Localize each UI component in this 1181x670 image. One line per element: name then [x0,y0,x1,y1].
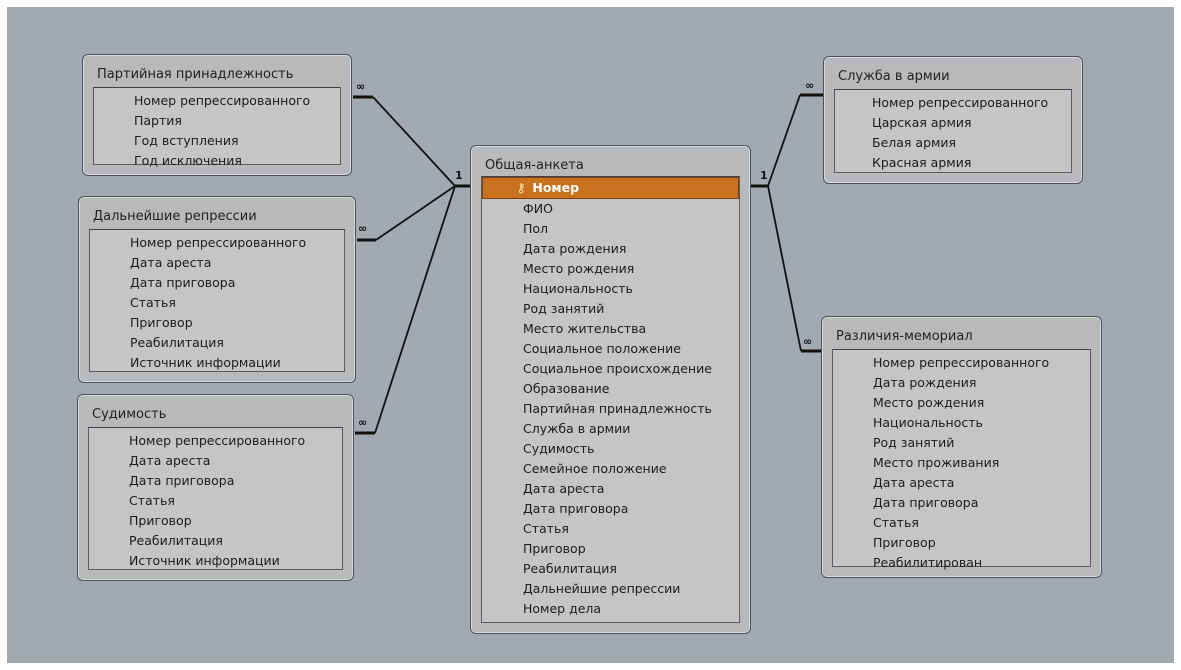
field-list[interactable]: Номер репрессированного Дата ареста Дата… [89,229,345,372]
field[interactable]: Партия [134,113,182,128]
field[interactable]: Источник информации [130,355,281,370]
field[interactable]: Пол [523,221,549,236]
field[interactable]: Социальное положение [523,341,681,356]
field[interactable]: Служба в армии [523,421,631,436]
field[interactable]: Партийная принадлежность [523,401,712,416]
field[interactable]: Реабилитация [129,533,223,548]
many-label-army: ∞ [805,79,815,92]
table-title[interactable]: Служба в армии [838,69,950,84]
table-army-service[interactable]: Служба в армии Номер репрессированного Ц… [823,56,1083,184]
table-memorial-differences[interactable]: Различия-мемориал Номер репрессированног… [821,316,1102,578]
field-list[interactable]: Номер репрессированного Дата рождения Ме… [832,349,1091,570]
many-label-further: ∞ [358,222,368,235]
field[interactable]: Дата приговора [130,275,236,290]
field[interactable]: Дата приговора [873,495,979,510]
field-list[interactable]: ⚷ Номер ФИО Пол Дата рождения Место рожд… [481,176,740,623]
table-main-questionnaire[interactable]: Общая-анкета ⚷ Номер ФИО Пол Дата рожден… [470,145,751,634]
field[interactable]: Дата приговора [523,501,629,516]
field[interactable]: Национальность [873,415,983,430]
field[interactable]: Дата рождения [523,241,627,256]
field[interactable]: Номер репрессированного [129,433,306,448]
field[interactable]: Дата ареста [873,475,955,490]
field[interactable]: Место жительства [523,321,647,336]
field[interactable]: Царская армия [872,115,972,130]
field[interactable]: Образование [523,381,610,396]
field[interactable]: Дата рождения [873,375,977,390]
one-label-left: 1 [455,169,463,182]
field[interactable]: Белая армия [872,135,957,150]
table-title[interactable]: Различия-мемориал [836,329,973,344]
field[interactable]: Год вступления [134,133,239,148]
field[interactable]: Номер репрессированного [134,93,311,108]
primary-key-field[interactable]: ⚷ Номер [482,177,739,199]
field-list[interactable]: Номер репрессированного Партия Год вступ… [93,87,341,168]
field[interactable]: Социальное происхождение [523,361,712,376]
field[interactable]: Дата ареста [523,481,605,496]
table-party[interactable]: Партийная принадлежность Номер репрессир… [82,54,352,176]
field[interactable]: Семейное положение [523,461,667,476]
field[interactable]: Дальнейшие репрессии [523,581,681,596]
field[interactable]: Статья [129,493,175,508]
field[interactable]: Место рождения [873,395,985,410]
table-title[interactable]: Судимость [92,407,167,422]
primary-key-label: Номер [532,180,580,195]
field[interactable]: Дата приговора [129,473,235,488]
field[interactable]: Место рождения [523,261,635,276]
field[interactable]: Реабилитирован [873,555,983,570]
field[interactable]: Номер репрессированного [872,95,1049,110]
table-title[interactable]: Партийная принадлежность [97,67,294,82]
field[interactable]: Род занятий [523,301,605,316]
field[interactable]: Реабилитация [523,561,617,576]
field[interactable]: Номер репрессированного [873,355,1050,370]
one-label-right: 1 [760,169,768,182]
field[interactable]: Национальность [523,281,633,296]
field[interactable]: Дата ареста [130,255,212,270]
field[interactable]: Род занятий [873,435,955,450]
table-title[interactable]: Дальнейшие репрессии [93,209,257,224]
field[interactable]: Реабилитация [130,335,224,350]
field[interactable]: Статья [130,295,176,310]
many-label-conviction: ∞ [358,416,368,429]
field-list[interactable]: Номер репрессированного Дата ареста Дата… [88,427,343,570]
field[interactable]: Статья [523,521,569,536]
many-label-party: ∞ [356,80,366,93]
field[interactable]: Место проживания [873,455,1000,470]
field[interactable]: Дата ареста [129,453,211,468]
field[interactable]: ФИО [523,201,553,216]
field[interactable]: Красная армия [872,155,972,170]
table-title[interactable]: Общая-анкета [485,158,584,173]
key-icon: ⚷ [516,180,526,195]
field[interactable]: Номер дела [523,601,602,616]
table-further-repressions[interactable]: Дальнейшие репрессии Номер репрессирован… [78,196,356,383]
field[interactable]: Приговор [129,513,192,528]
field-list[interactable]: Номер репрессированного Царская армия Бе… [834,89,1072,173]
many-label-memorial: ∞ [803,335,813,348]
field[interactable]: Судимость [523,441,595,456]
field[interactable]: Приговор [873,535,936,550]
field[interactable]: Год исключения [134,153,242,168]
field[interactable]: Номер репрессированного [130,235,307,250]
table-conviction[interactable]: Судимость Номер репрессированного Дата а… [77,394,354,581]
field[interactable]: Источник информации [129,553,280,568]
field[interactable]: Приговор [523,541,586,556]
field[interactable]: Приговор [130,315,193,330]
field[interactable]: Статья [873,515,919,530]
